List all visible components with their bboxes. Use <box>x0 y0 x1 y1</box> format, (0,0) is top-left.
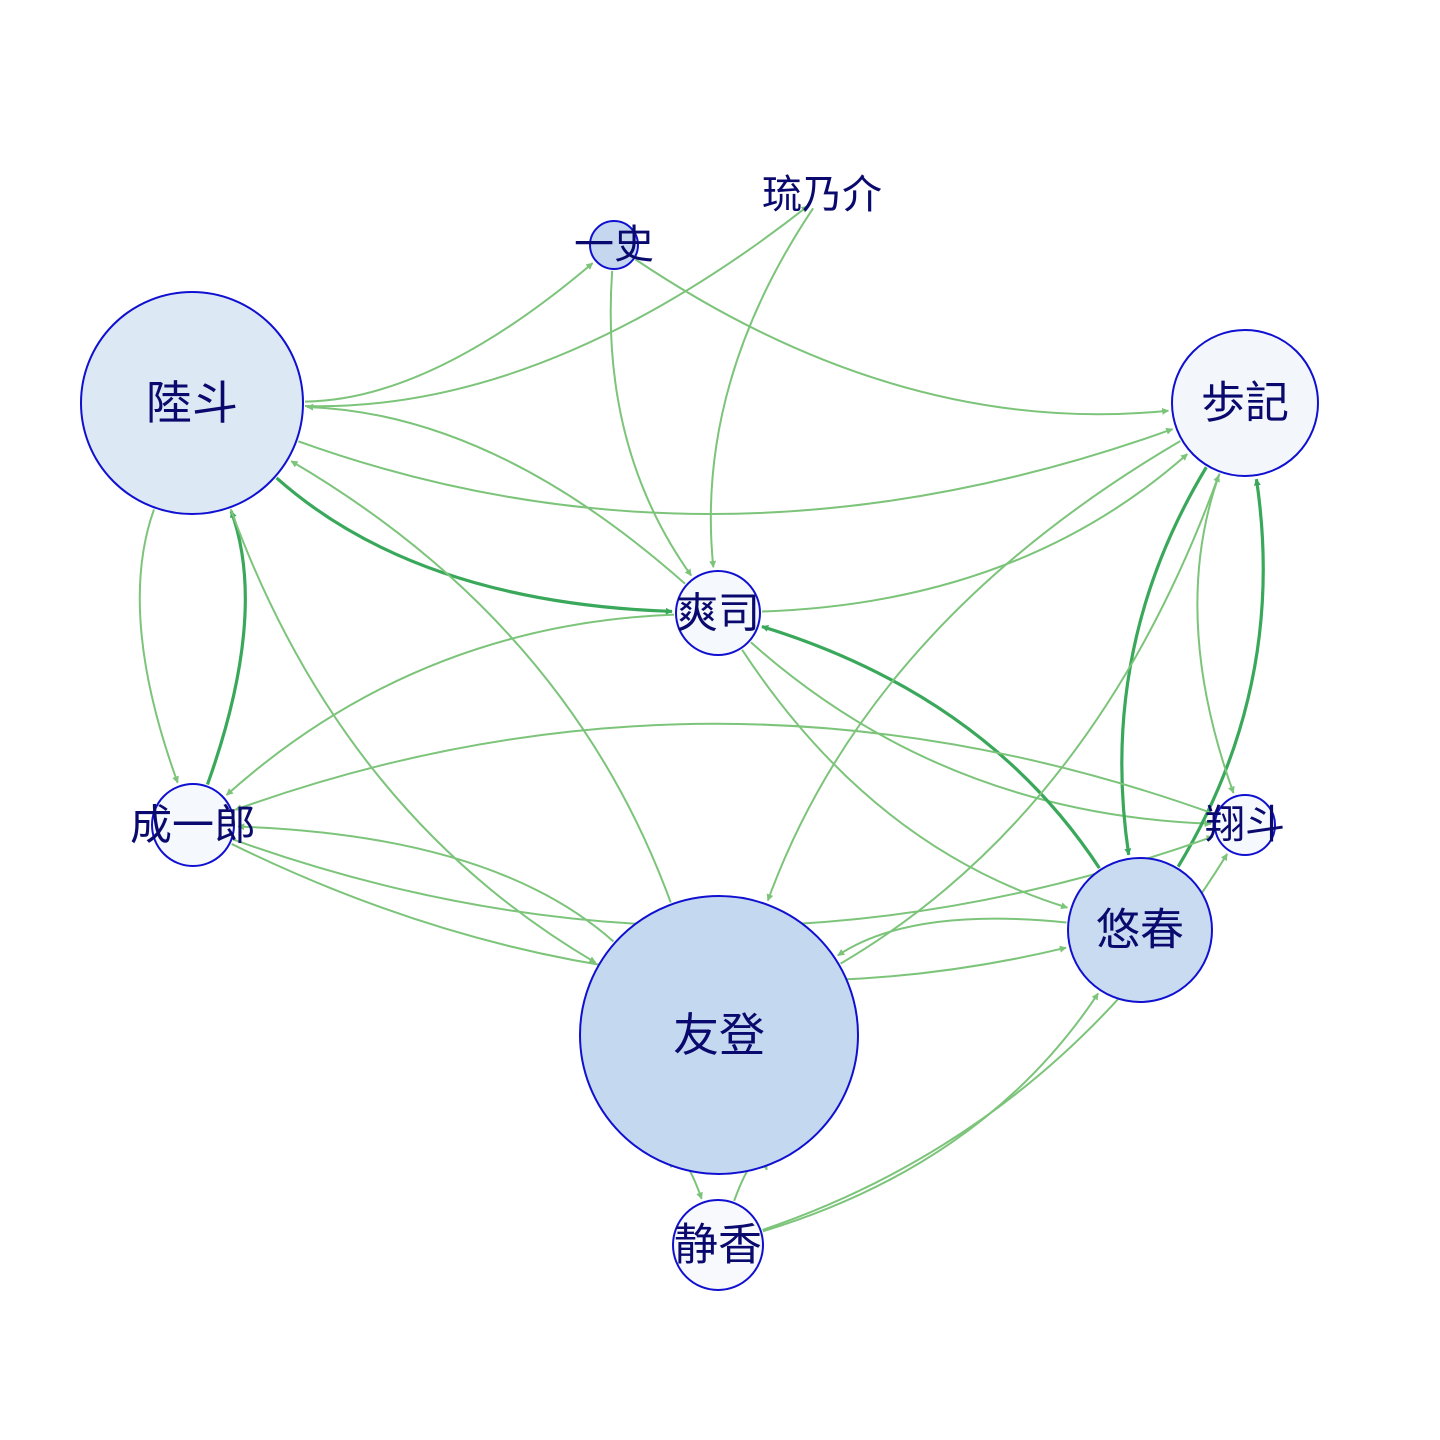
edge-soji-to-shoto <box>750 641 1212 828</box>
edge-soji-to-rikuto <box>306 403 686 585</box>
node-circle-kazufumi[interactable] <box>589 220 639 270</box>
edge-kazufumi-to-soji <box>609 270 693 577</box>
node-label-yuharu: 悠春 <box>1096 905 1184 956</box>
node-shoto[interactable]: 翔斗 <box>1205 794 1285 856</box>
node-label-tomo: 友登 <box>673 1008 765 1062</box>
node-label-ayumi: 歩記 <box>1201 378 1289 429</box>
edge-tomo-to-seiichiro <box>237 823 615 943</box>
edge-rikuto-to-soji <box>275 476 673 615</box>
node-label-seiichiro: 成一郎 <box>130 801 256 850</box>
node-label-shizuka: 静香 <box>674 1220 762 1271</box>
edge-soji-to-ayumi <box>761 453 1189 613</box>
edge-rikuto-to-ayumi <box>297 427 1174 515</box>
node-circle-tomo[interactable] <box>579 895 859 1175</box>
edge-soji-to-yuharu <box>741 649 1069 910</box>
node-rikuto[interactable]: 陸斗 <box>80 291 304 515</box>
node-label-soji: 爽司 <box>676 589 760 638</box>
node-circle-seiichiro[interactable] <box>151 783 235 867</box>
edge-shoto-to-seiichiro <box>234 722 1216 816</box>
node-label-kazufumi: 一史 <box>574 222 654 268</box>
edge-ayumi-to-shoto <box>1196 473 1235 794</box>
node-circle-soji[interactable] <box>675 570 761 656</box>
edge-kazufumi-to-ayumi <box>635 258 1170 416</box>
node-circle-ayumi[interactable] <box>1171 329 1319 477</box>
edge-yuharu-to-tomo <box>837 917 1067 957</box>
node-circle-yuharu[interactable] <box>1067 857 1213 1003</box>
edge-ayumi-to-tomo <box>766 440 1181 902</box>
node-kazufumi[interactable]: 一史 <box>574 220 654 270</box>
node-yuharu[interactable]: 悠春 <box>1067 857 1213 1003</box>
edge-soji-to-seiichiro <box>225 613 675 796</box>
edge-shizuka-to-yuharu <box>762 992 1099 1233</box>
edge-yuharu-to-ayumi <box>1176 478 1265 868</box>
edge-seiichiro-to-rikuto <box>205 510 247 786</box>
node-circle-rikuto[interactable] <box>80 291 304 515</box>
node-circle-shizuka[interactable] <box>672 1199 764 1291</box>
edge-rikuto-to-tomo <box>229 508 597 964</box>
node-soji[interactable]: 爽司 <box>675 570 761 656</box>
edge-runosuke-to-soji <box>709 207 814 568</box>
edge-rikuto-to-runosuke <box>304 205 809 408</box>
edge-tomo-to-rikuto <box>290 460 672 903</box>
edge-rikuto-to-kazufumi <box>304 262 594 403</box>
node-tomo[interactable]: 友登 <box>579 895 859 1175</box>
edge-ayumi-to-yuharu <box>1120 466 1208 856</box>
node-label-shoto: 翔斗 <box>1205 802 1285 848</box>
node-circle-shoto[interactable] <box>1214 794 1276 856</box>
node-label-runosuke: 琉乃介 <box>762 172 882 218</box>
node-runosuke[interactable]: 琉乃介 <box>762 172 882 218</box>
edge-rikuto-to-seiichiro <box>138 509 179 784</box>
node-label-rikuto: 陸斗 <box>146 376 238 430</box>
node-shizuka[interactable]: 静香 <box>672 1199 764 1291</box>
edge-yuharu-to-soji <box>761 625 1101 870</box>
node-seiichiro[interactable]: 成一郎 <box>130 783 256 867</box>
node-ayumi[interactable]: 歩記 <box>1171 329 1319 477</box>
